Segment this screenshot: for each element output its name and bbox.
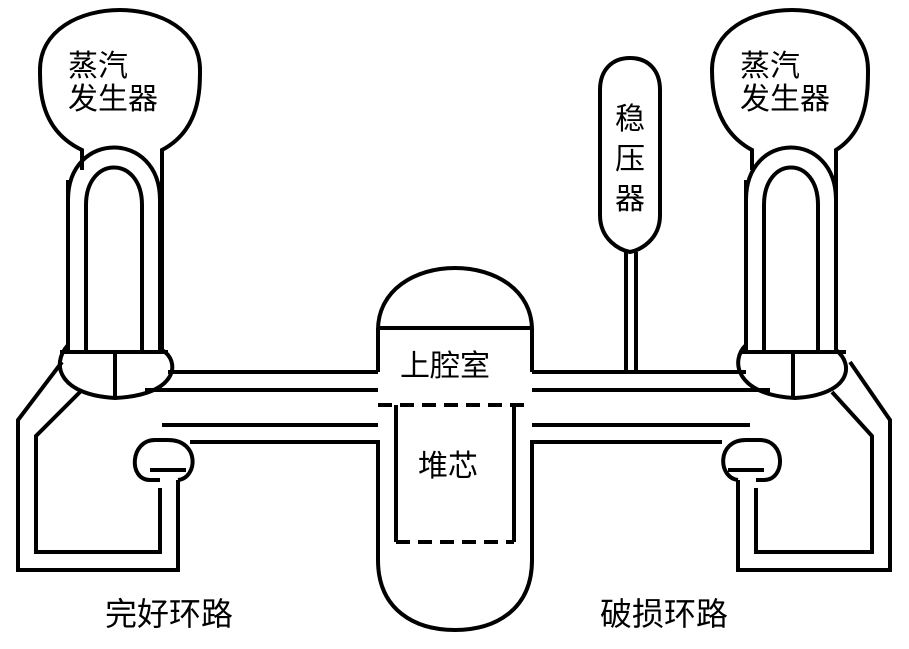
crossover-right-outer (736, 360, 892, 572)
steam-generator-right (709, 7, 871, 401)
sg-right-label-line1: 蒸汽 (740, 49, 800, 84)
vessel-upper-head (376, 265, 534, 331)
pressurizer-label-line1: 稳 (615, 102, 645, 137)
vessel-lower-head (376, 559, 534, 633)
pressurizer-label-line3: 器 (615, 182, 645, 217)
broken-loop-label: 破损环路 (600, 595, 729, 633)
pressurizer-vessel (598, 55, 662, 255)
sg-left-label-line1: 蒸汽 (68, 49, 128, 84)
crossover-right-inner (754, 390, 874, 554)
upper-plenum-label: 上腔室 (400, 349, 490, 384)
sg-right-u-tube-inner (762, 165, 820, 350)
intact-loop-label: 完好环路 (105, 595, 234, 633)
broken-loop-piping (532, 360, 892, 572)
sg-right-shell (709, 7, 871, 401)
pressurizer-label: 稳 压 器 (610, 100, 650, 220)
sg-left-u-tube-inner (84, 165, 144, 350)
sg-left-label: 蒸汽 发生器 (68, 50, 158, 116)
sg-right-label: 蒸汽 发生器 (740, 50, 830, 116)
sg-right-label-line2: 发生器 (740, 82, 830, 117)
intact-loop-piping (16, 360, 378, 572)
pressurizer (598, 55, 662, 372)
pump-left (132, 438, 195, 482)
core-label: 堆芯 (418, 449, 478, 484)
sg-left-u-tube-outer (66, 145, 162, 350)
steam-generator-left (37, 7, 203, 401)
reactor-vessel (376, 265, 534, 633)
crossover-left-outer (16, 360, 180, 572)
pressurizer-label-line2: 压 (615, 142, 645, 177)
pump-right (721, 438, 782, 482)
sg-left-shell (37, 7, 203, 401)
sg-left-label-line2: 发生器 (68, 82, 158, 117)
sg-right-u-tube-outer (744, 145, 838, 350)
crossover-left-inner (34, 390, 162, 554)
